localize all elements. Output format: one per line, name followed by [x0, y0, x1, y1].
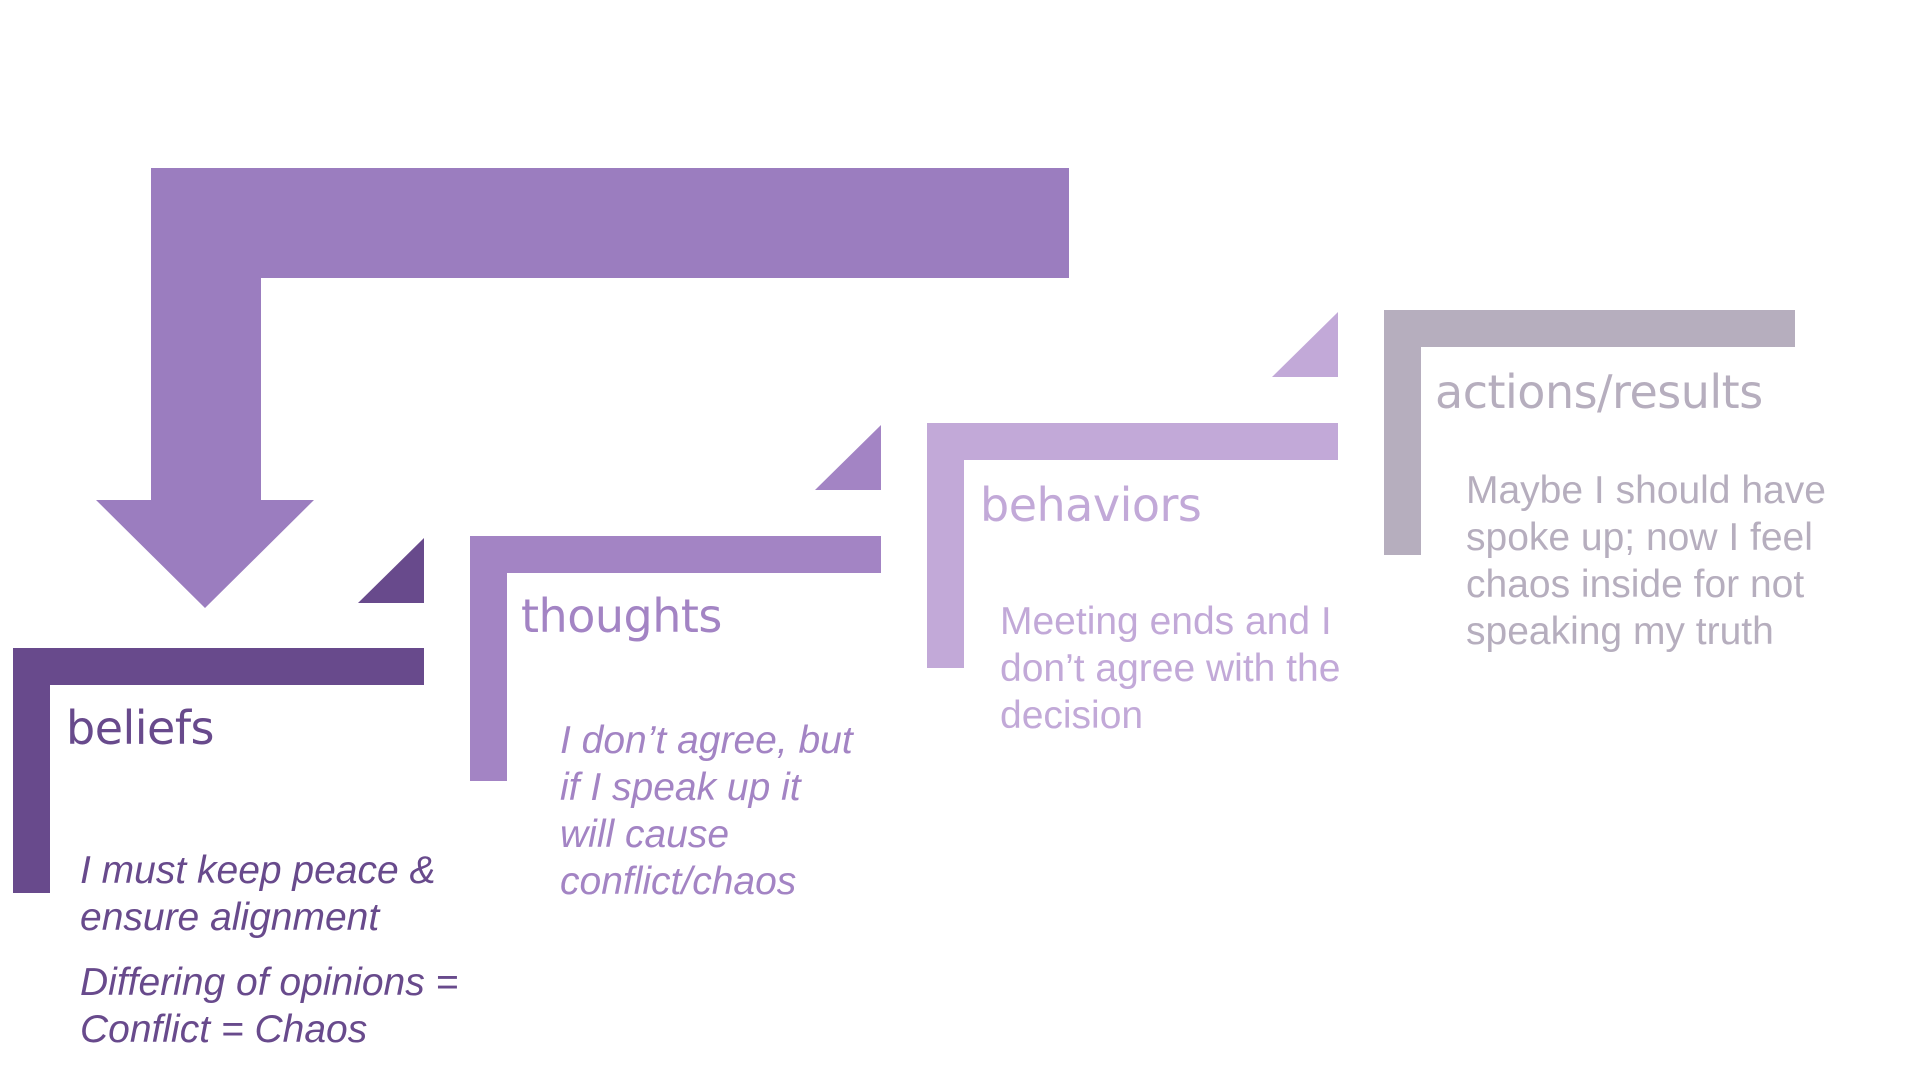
behaviors-title: behaviors — [980, 478, 1202, 532]
feedback-loop-arrow — [96, 168, 1069, 608]
text-line: Maybe I should have — [1466, 469, 1826, 512]
text-line: will cause — [560, 813, 730, 856]
thoughts-corner-triangle — [815, 425, 881, 490]
text-line: ensure alignment — [80, 896, 380, 939]
text-line: if I speak up it — [560, 766, 801, 809]
text-line: don’t agree with the — [1000, 647, 1341, 690]
text-line: decision — [1000, 694, 1144, 737]
text-line: conflict/chaos — [560, 860, 797, 903]
actions-bracket — [1384, 310, 1795, 555]
actions-results-title: actions/results — [1435, 365, 1763, 419]
text-line: Conflict = Chaos — [80, 1008, 368, 1051]
beliefs-equation: Differing of opinions = Conflict = Chaos — [80, 959, 458, 1053]
text-line: spoke up; now I feel — [1466, 516, 1813, 559]
beliefs-title: beliefs — [66, 701, 215, 755]
beliefs-bracket — [13, 648, 424, 893]
text-line: speaking my truth — [1466, 610, 1774, 653]
thoughts-title: thoughts — [521, 589, 722, 643]
behaviors-statement: Meeting ends and I don’t agree with the … — [1000, 598, 1340, 739]
thoughts-statement: I don’t agree, but if I speak up it will… — [560, 717, 853, 905]
behaviors-corner-triangle — [1272, 312, 1338, 377]
beliefs-statement: I must keep peace & ensure alignment — [80, 847, 436, 941]
text-line: I must keep peace & — [80, 849, 436, 892]
behaviors-bracket — [927, 423, 1338, 668]
thoughts-bracket — [470, 536, 881, 781]
text-line: chaos inside for not — [1466, 563, 1805, 606]
actions-results-statement: Maybe I should have spoke up; now I feel… — [1466, 467, 1826, 655]
beliefs-corner-triangle — [358, 538, 424, 603]
text-line: I don’t agree, but — [560, 719, 853, 762]
text-line: Differing of opinions = — [80, 961, 459, 1004]
text-line: Meeting ends and I — [1000, 600, 1332, 643]
